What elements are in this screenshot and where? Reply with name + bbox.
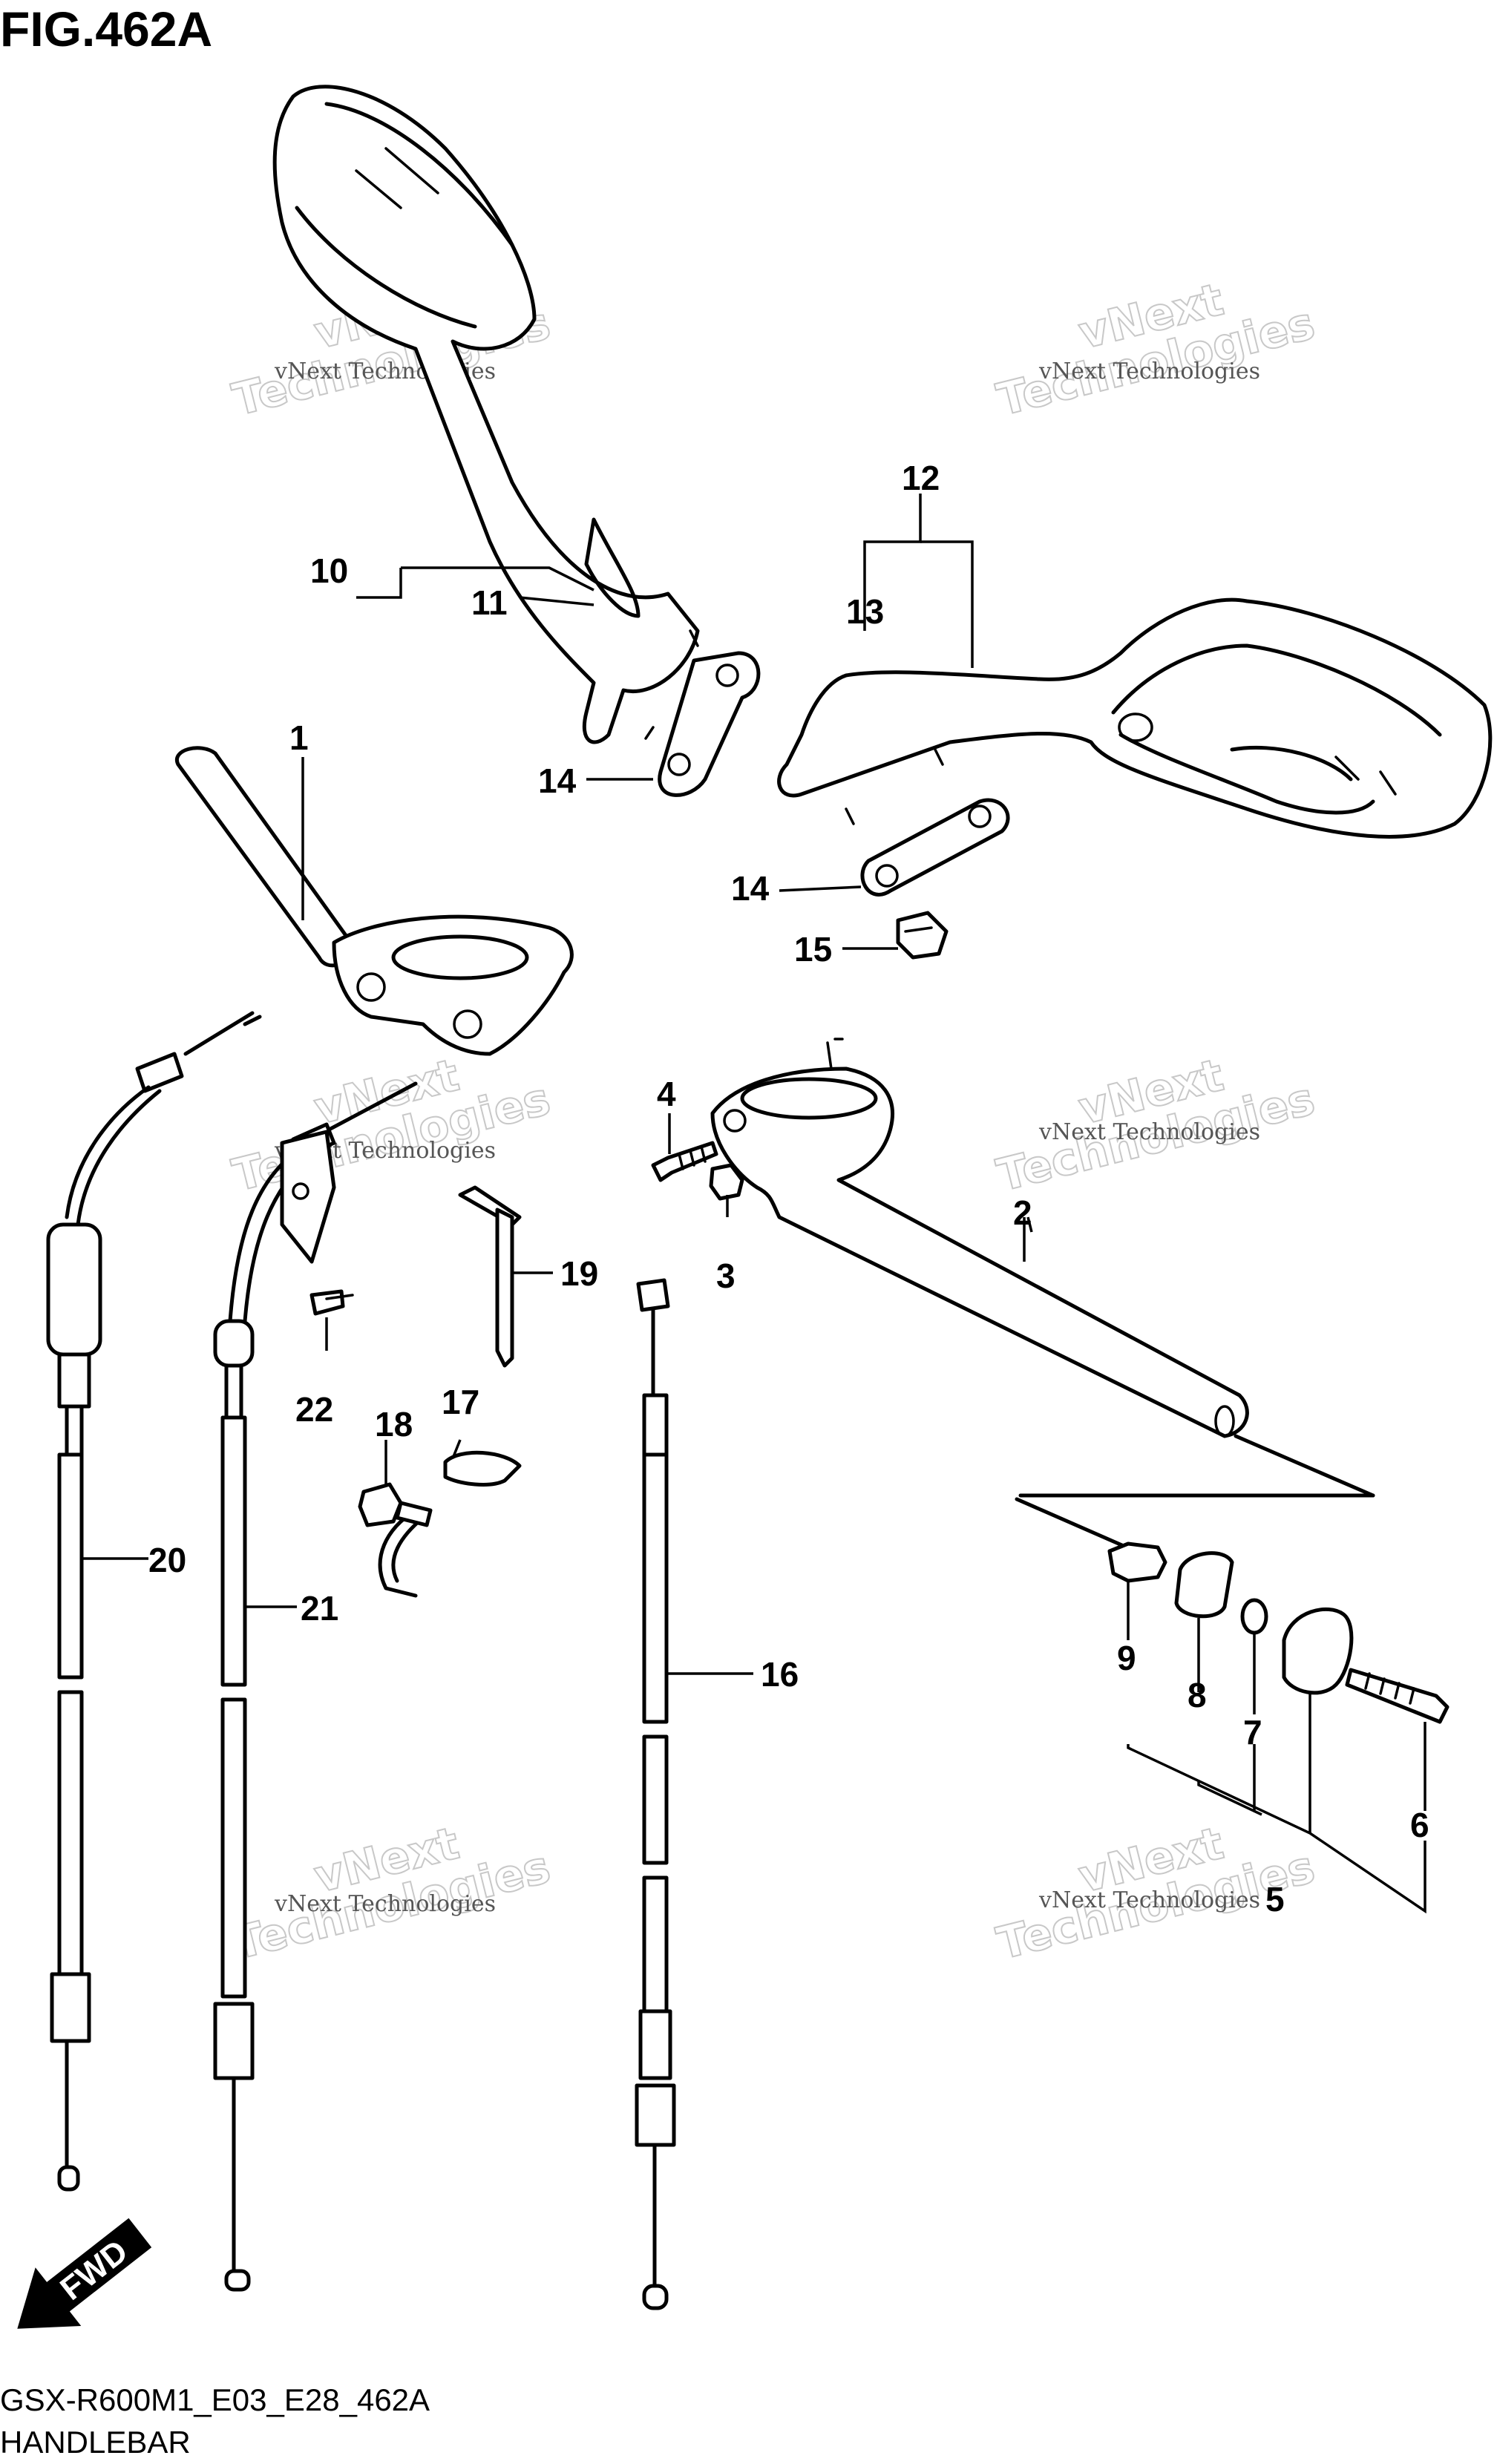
callout-6: 6 — [1410, 1806, 1429, 1844]
watermark-mid-right: vNext Technologies vNext Technologies — [992, 1049, 1321, 1203]
callout-2: 2 — [1013, 1193, 1032, 1232]
callout-11: 11 — [471, 583, 508, 622]
callout-16: 16 — [761, 1655, 799, 1694]
svg-text:vNext Technologies: vNext Technologies — [1038, 1119, 1260, 1145]
callout-1: 1 — [289, 718, 309, 757]
callout-22: 22 — [295, 1390, 333, 1429]
nut-15 — [896, 911, 949, 960]
mirror-bracket-right — [860, 798, 1010, 897]
callout-17: 17 — [442, 1383, 479, 1421]
bolt-4 — [651, 1141, 718, 1182]
callout-10: 10 — [310, 551, 348, 590]
watermark-mid-left: vNext Technologies vNext Technologies — [227, 1049, 557, 1203]
svg-text:vNext Technologies: vNext Technologies — [1038, 1887, 1260, 1913]
svg-text:vNext Technologies: vNext Technologies — [1038, 358, 1260, 384]
nut-3 — [709, 1163, 744, 1201]
callout-3: 3 — [716, 1256, 736, 1295]
handlebar-left — [174, 746, 574, 1056]
figure-title: FIG.462A — [0, 1, 212, 56]
bar-end-cutline — [1015, 1434, 1375, 1553]
section-name: HANDLEBAR — [0, 2425, 191, 2460]
callout-labels: 1 2 3 4 5 6 7 8 9 10 11 12 13 14 14 15 1… — [148, 459, 1429, 1919]
bar-end-leaders — [1127, 1581, 1426, 1914]
throttle-cable-20 — [46, 1011, 262, 2192]
clutch-cable-16 — [635, 1278, 676, 2310]
clamp-19 — [458, 1185, 522, 1368]
callout-7: 7 — [1243, 1713, 1262, 1752]
cable-bracket — [280, 1130, 336, 1264]
callout-15: 15 — [794, 930, 832, 969]
callout-13: 13 — [846, 592, 884, 631]
left-mirror — [272, 85, 700, 744]
watermark-top-right: vNext Technologies vNext Technologies — [992, 273, 1321, 427]
handlebar-right — [710, 1038, 1249, 1438]
fwd-arrow-badge: FWD — [17, 2218, 152, 2329]
callout-5: 5 — [1265, 1880, 1285, 1919]
callout-14b: 14 — [731, 869, 770, 908]
callout-14a: 14 — [538, 761, 577, 800]
bolt-18 — [358, 1482, 433, 1527]
throttle-cable-21 — [213, 1081, 418, 2292]
callout-12: 12 — [902, 459, 940, 497]
callout-21: 21 — [301, 1589, 338, 1628]
callout-18: 18 — [375, 1405, 413, 1444]
clamp-17 — [378, 1450, 522, 1598]
right-mirror — [777, 597, 1493, 839]
mirror-bracket-left — [658, 651, 761, 797]
screw-22 — [309, 1289, 354, 1316]
callout-8: 8 — [1188, 1676, 1207, 1714]
leader-lines — [82, 494, 1033, 1675]
watermark-bottom-left: vNext Technologies vNext Technologies — [227, 1817, 557, 1971]
svg-text:vNext Technologies: vNext Technologies — [274, 1891, 496, 1917]
callout-19: 19 — [560, 1254, 598, 1293]
callout-9: 9 — [1117, 1639, 1136, 1677]
callout-4: 4 — [657, 1075, 676, 1113]
model-code: GSX-R600M1_E03_E28_462A — [0, 2382, 430, 2417]
bar-end-parts — [1107, 1541, 1449, 1724]
callout-20: 20 — [148, 1541, 186, 1579]
